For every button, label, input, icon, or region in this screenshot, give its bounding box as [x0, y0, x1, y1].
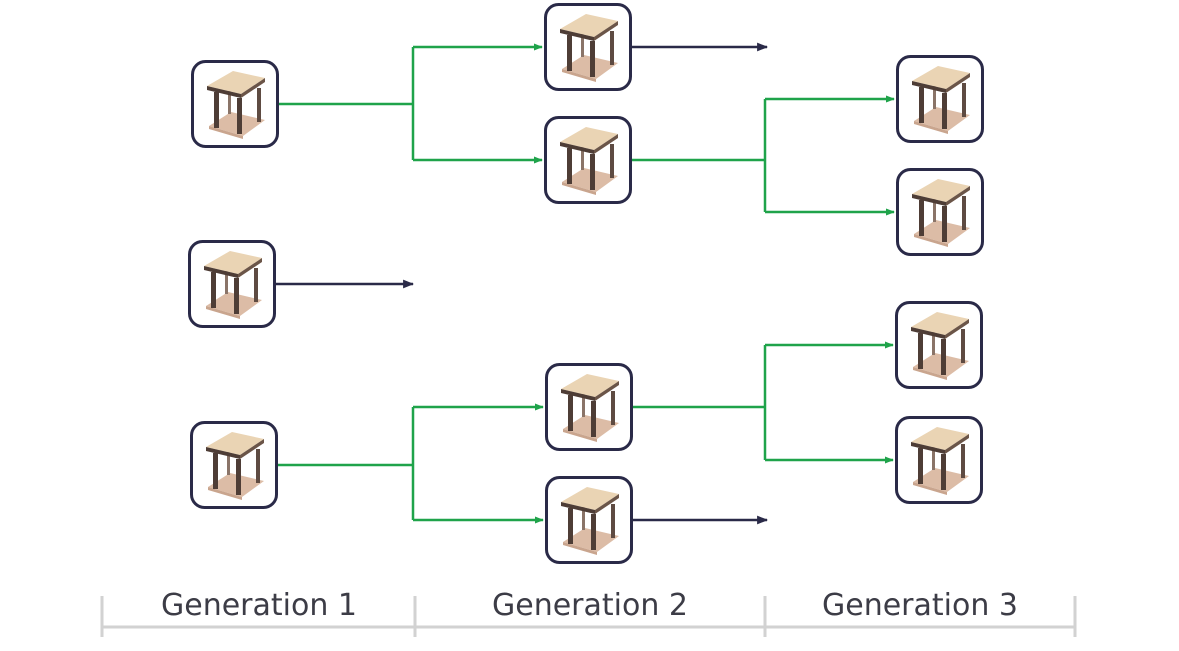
- table-node-g2a: [544, 3, 632, 91]
- table-node-g2b: [544, 116, 632, 204]
- table-node-g1b: [188, 240, 276, 328]
- generation-2-label: Generation 2: [492, 588, 688, 623]
- table-node-g1c: [190, 421, 278, 509]
- table-node-g3d: [895, 416, 983, 504]
- table-node-g2d: [545, 476, 633, 564]
- table-node-g3c: [895, 301, 983, 389]
- generation-1-label: Generation 1: [161, 588, 357, 623]
- table-node-g3b: [896, 168, 984, 256]
- table-node-g1a: [191, 60, 279, 148]
- generation-3-label: Generation 3: [822, 588, 1018, 623]
- table-node-g3a: [896, 55, 984, 143]
- table-node-g2c: [545, 363, 633, 451]
- generation-timeline: [100, 596, 1077, 637]
